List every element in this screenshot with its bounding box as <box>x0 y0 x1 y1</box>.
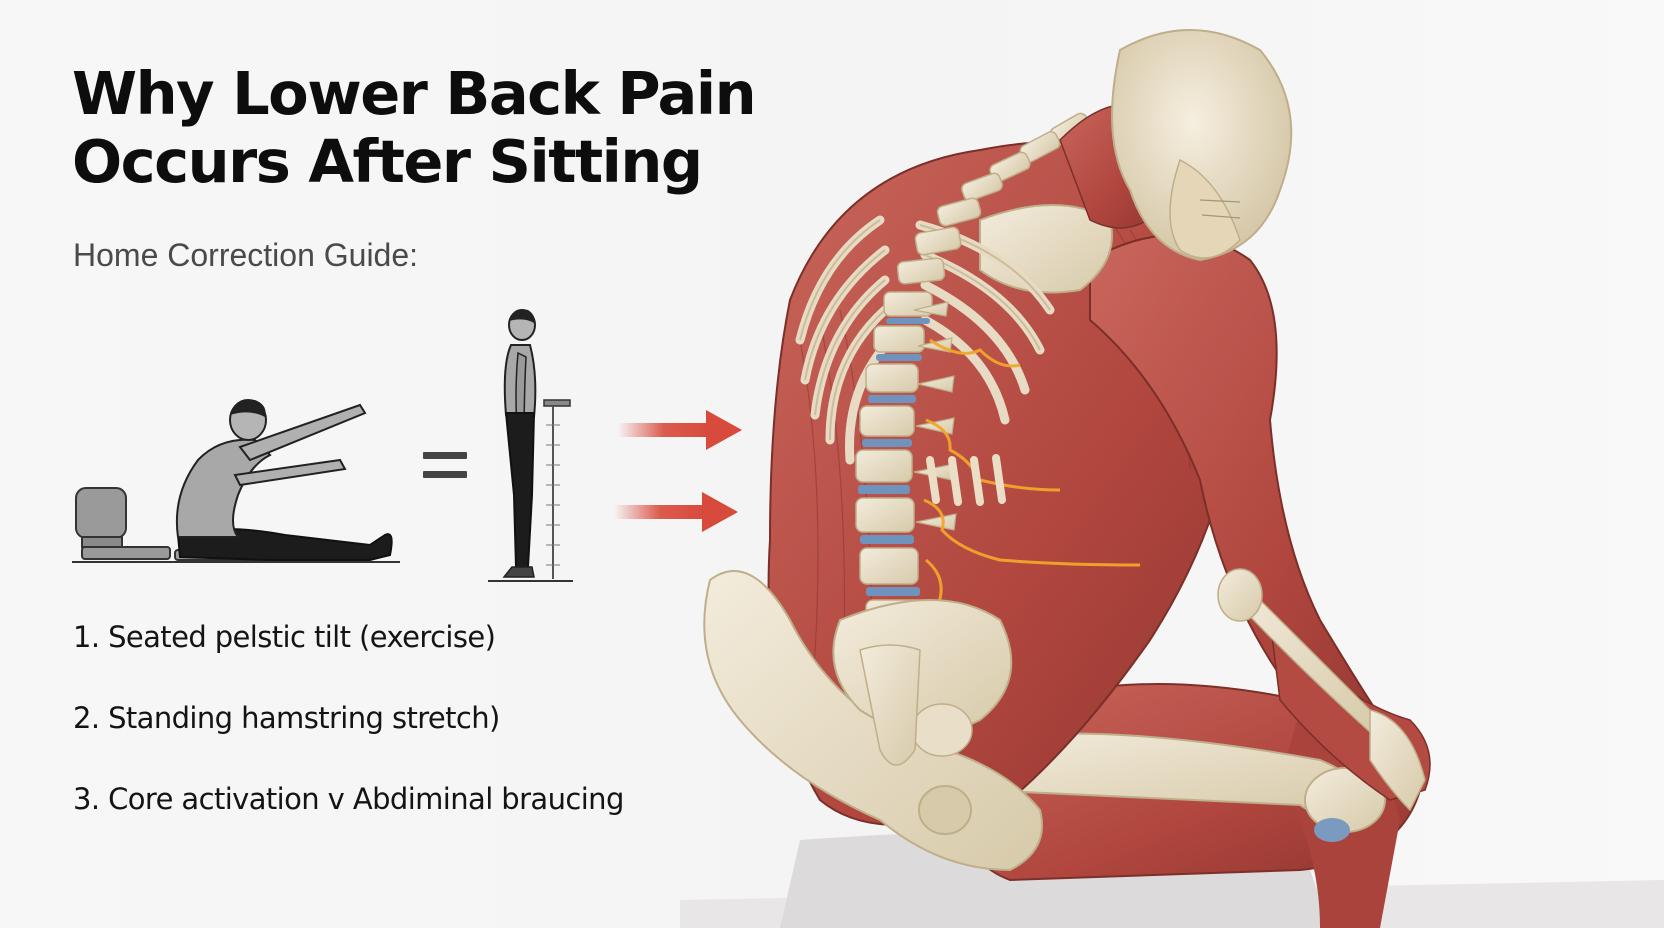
title-line-1: Why Lower Back Pain <box>72 59 757 128</box>
anatomy-spine-model <box>680 29 1664 928</box>
red-arrow-lower <box>614 492 738 532</box>
exercise-steps-list: 1. Seated pelstic tilt (exercise) 2. Sta… <box>73 620 624 863</box>
red-arrow-upper <box>618 410 742 450</box>
step-item: 3. Core activation v Abdiminal braucing <box>73 782 624 816</box>
standing-figure <box>488 309 573 582</box>
step-item: 1. Seated pelstic tilt (exercise) <box>73 620 496 654</box>
equals-sign <box>423 452 467 478</box>
step-item: 2. Standing hamstring stretch) <box>73 701 500 735</box>
page-title: Why Lower Back Pain Occurs After Sitting <box>72 59 757 196</box>
seated-stretch-figure <box>72 399 400 563</box>
guide-subtitle: Home Correction Guide: <box>73 237 419 273</box>
title-line-2: Occurs After Sitting <box>72 127 703 196</box>
